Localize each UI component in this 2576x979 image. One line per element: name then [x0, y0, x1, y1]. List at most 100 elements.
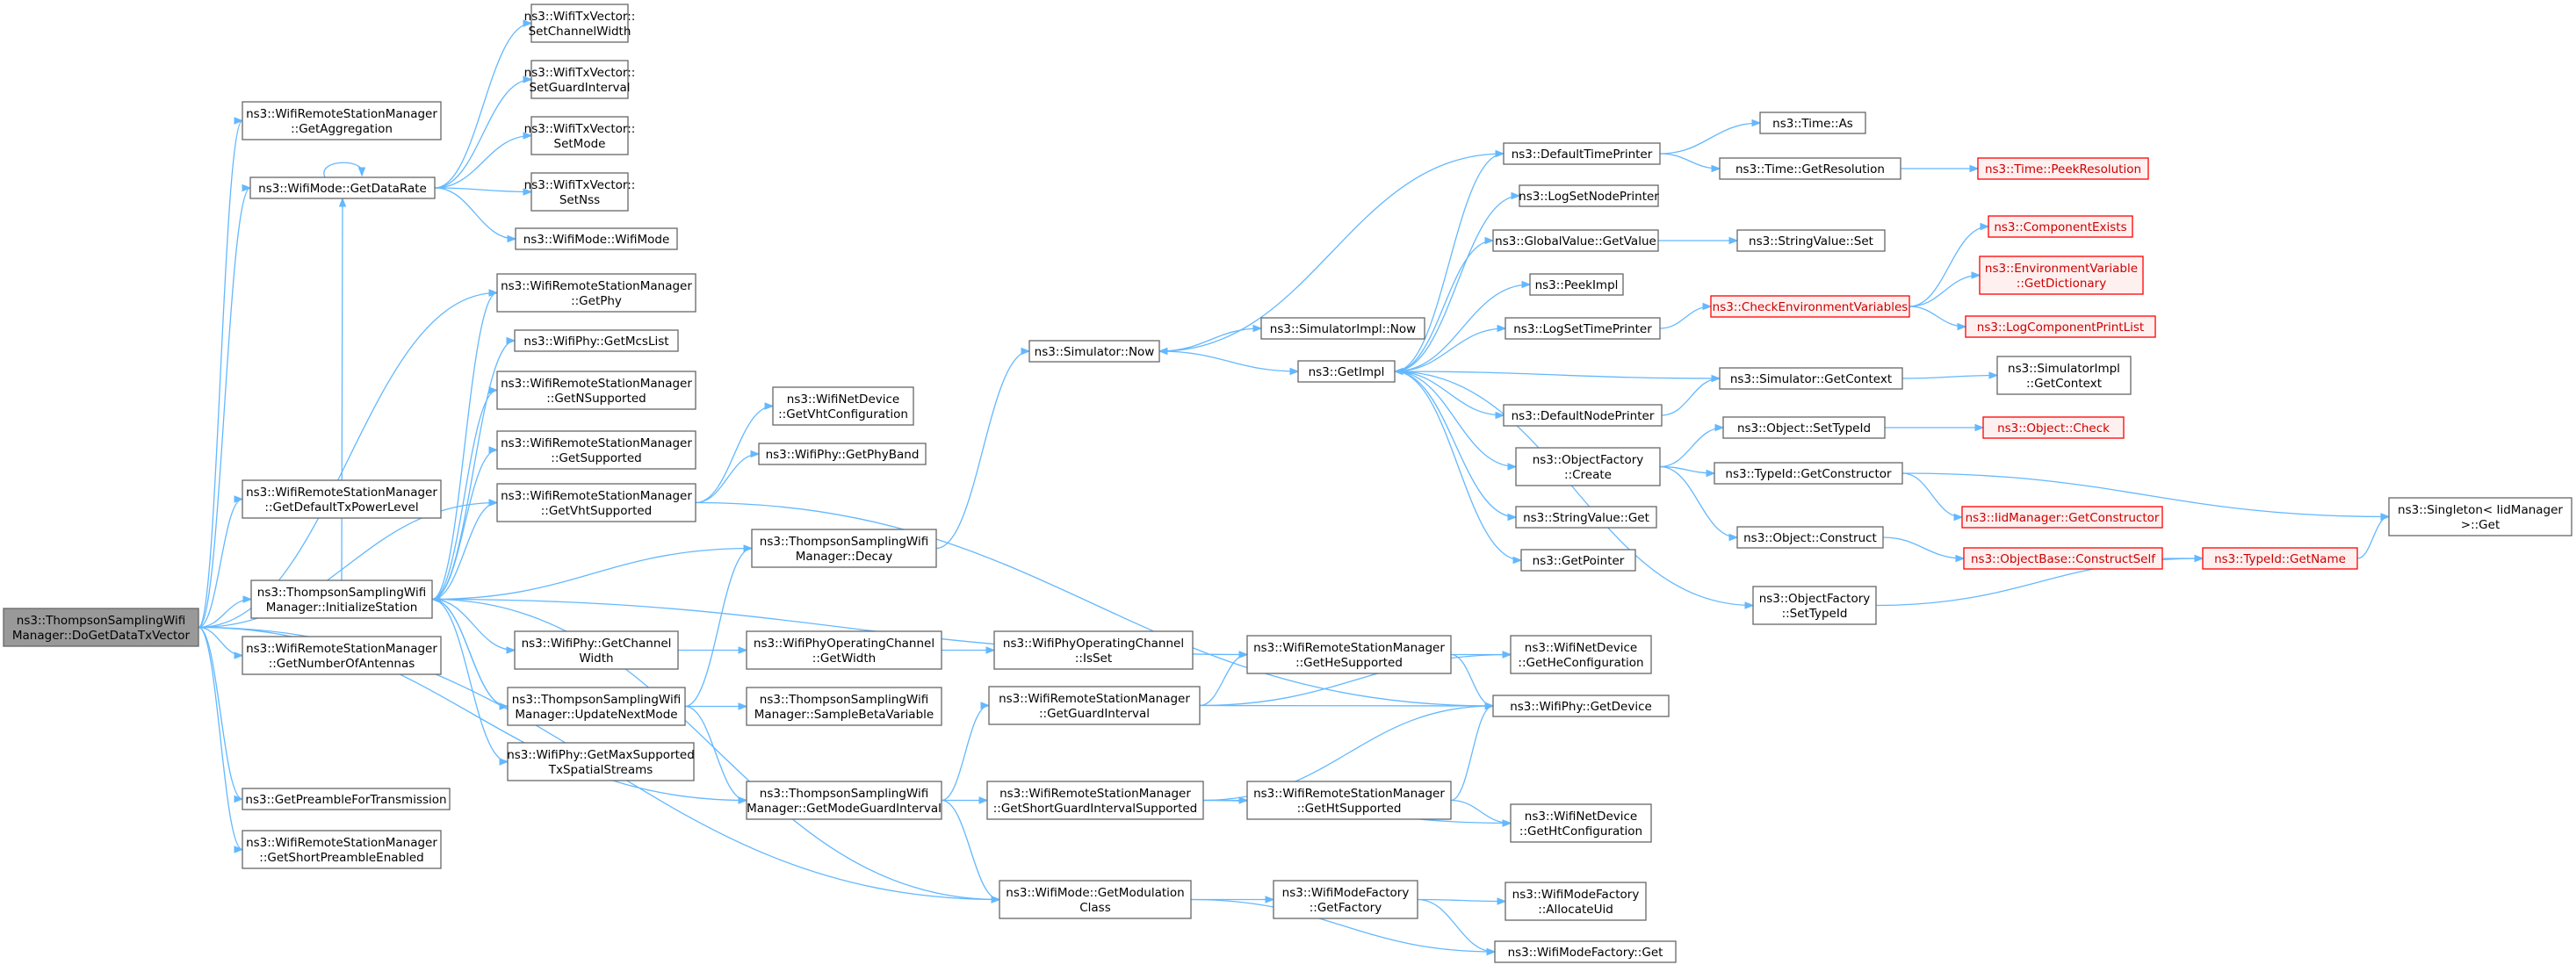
node-getMcsList[interactable]: ns3::WifiPhy::GetMcsList — [514, 329, 679, 352]
node-label: ns3::WifiPhy::GetPhyBand — [766, 448, 920, 462]
node-box — [1503, 404, 1663, 427]
edge-getImpl-to-logSetTimePrinter — [1394, 324, 1507, 372]
node-wifiMode[interactable]: ns3::WifiMode::WifiMode — [515, 227, 678, 250]
node-getDevice[interactable]: ns3::WifiPhy::GetDevice — [1492, 695, 1670, 717]
node-timeAs[interactable]: ns3::Time::As — [1759, 112, 1866, 134]
node-getMaxSupported[interactable]: ns3::WifiPhy::GetMaxSupportedTxSpatialSt… — [507, 742, 695, 781]
node-wmfGet[interactable]: ns3::WifiModeFactory::Get — [1494, 940, 1677, 963]
node-allocateUid[interactable]: ns3::WifiModeFactory::AllocateUid — [1504, 882, 1647, 921]
node-setChannelWidth[interactable]: ns3::WifiTxVector::SetChannelWidth — [524, 4, 636, 43]
node-typeIdGetName[interactable]: ns3::TypeId::GetName — [2202, 547, 2358, 570]
node-getDefaultTxPowerLevel[interactable]: ns3::WifiRemoteStationManager::GetDefaul… — [242, 479, 442, 519]
node-getHeConfig[interactable]: ns3::WifiNetDevice::GetHeConfiguration — [1510, 635, 1652, 674]
node-getPhy[interactable]: ns3::WifiRemoteStationManager::GetPhy — [496, 273, 696, 313]
node-envGetDict[interactable]: ns3::EnvironmentVariable::GetDictionary — [1979, 256, 2144, 295]
node-singletonGet[interactable]: ns3::Singleton< IidManager>::Get — [2388, 497, 2572, 536]
node-label: ns3::WifiPhy::GetMcsList — [523, 335, 668, 349]
node-typeIdGetCtor[interactable]: ns3::TypeId::GetConstructor — [1714, 462, 1903, 485]
node-label: ns3::WifiRemoteStationManager — [246, 486, 437, 500]
node-opGetWidth[interactable]: ns3::WifiPhyOperatingChannel::GetWidth — [746, 630, 942, 670]
node-box — [1297, 360, 1396, 383]
node-peekImpl[interactable]: ns3::PeekImpl — [1529, 273, 1624, 296]
node-timeGetRes[interactable]: ns3::Time::GetResolution — [1719, 157, 1901, 180]
node-defaultNodePrinter[interactable]: ns3::DefaultNodePrinter — [1503, 404, 1663, 427]
edge-getDataRate-to-setNss — [434, 187, 533, 196]
node-checkEnvVars[interactable]: ns3::CheckEnvironmentVariables — [1710, 295, 1910, 318]
node-label: ns3::LogSetTimePrinter — [1513, 322, 1652, 336]
node-getNSupported[interactable]: ns3::WifiRemoteStationManager::GetNSuppo… — [496, 371, 696, 410]
node-getHtSupported[interactable]: ns3::WifiRemoteStationManager::GetHtSupp… — [1246, 781, 1452, 820]
node-label: ::Create — [1564, 468, 1612, 482]
node-setMode[interactable]: ns3::WifiTxVector::SetMode — [524, 116, 636, 155]
node-getImpl[interactable]: ns3::GetImpl — [1297, 360, 1396, 383]
node-globalValueGet[interactable]: ns3::GlobalValue::GetValue — [1492, 229, 1659, 252]
node-setGuardInterval[interactable]: ns3::WifiTxVector::SetGuardInterval — [524, 60, 636, 99]
node-timePeekRes[interactable]: ns3::Time::PeekResolution — [1977, 157, 2149, 180]
node-getDataRate[interactable]: ns3::WifiMode::GetDataRate — [249, 176, 436, 199]
node-getSupported[interactable]: ns3::WifiRemoteStationManager::GetSuppor… — [496, 430, 696, 470]
node-getVhtConfig[interactable]: ns3::WifiNetDevice::GetVhtConfiguration — [772, 386, 914, 426]
node-simGetContext[interactable]: ns3::Simulator::GetContext — [1719, 367, 1903, 390]
arrowhead-icon — [1744, 601, 1755, 609]
node-box — [986, 781, 1204, 820]
node-label: ns3::WifiPhyOperatingChannel — [1003, 637, 1184, 651]
node-componentExists[interactable]: ns3::ComponentExists — [1988, 215, 2133, 238]
node-objFactoryCreate[interactable]: ns3::ObjectFactory::Create — [1515, 447, 1661, 486]
node-label: ns3::SimulatorImpl::Now — [1270, 322, 1416, 336]
arrowhead-icon — [738, 702, 748, 710]
node-box — [1719, 367, 1903, 390]
node-simImplGetContext[interactable]: ns3::SimulatorImpl::GetContext — [1996, 356, 2132, 395]
node-simImplNow[interactable]: ns3::SimulatorImpl::Now — [1260, 317, 1425, 340]
node-sampleBeta[interactable]: ns3::ThompsonSamplingWifiManager::Sample… — [746, 687, 942, 726]
node-getNumberOfAntennas[interactable]: ns3::WifiRemoteStationManager::GetNumber… — [242, 636, 442, 675]
node-label: ns3::WifiRemoteStationManager — [1253, 787, 1445, 801]
node-defaultTimePrinter[interactable]: ns3::DefaultTimePrinter — [1503, 142, 1661, 165]
node-objFactorySetTypeId[interactable]: ns3::ObjectFactory::SetTypeId — [1752, 586, 1877, 625]
arrowhead-icon — [1728, 533, 1739, 542]
node-objSetTypeId[interactable]: ns3::Object::SetTypeId — [1722, 416, 1886, 439]
node-box — [496, 273, 696, 313]
arrowhead-icon — [2194, 554, 2204, 563]
node-getGuardInterval[interactable]: ns3::WifiRemoteStationManager::GetGuardI… — [988, 686, 1201, 725]
node-objCheck[interactable]: ns3::Object::Check — [1982, 416, 2125, 439]
node-box — [758, 443, 927, 465]
node-opIsSet[interactable]: ns3::WifiPhyOperatingChannel::IsSet — [993, 630, 1194, 670]
node-getShortGISupported[interactable]: ns3::WifiRemoteStationManager::GetShortG… — [986, 781, 1204, 820]
node-logSetTimePrinter[interactable]: ns3::LogSetTimePrinter — [1504, 317, 1661, 340]
call-nodes: ns3::ThompsonSamplingWifiManager::DoGetD… — [3, 4, 2572, 963]
node-stringValueSet[interactable]: ns3::StringValue::Set — [1736, 229, 1886, 252]
node-box — [2388, 497, 2572, 536]
node-getShortPreamble[interactable]: ns3::WifiRemoteStationManager::GetShortP… — [242, 830, 442, 869]
node-getVhtSupported[interactable]: ns3::WifiRemoteStationManager::GetVhtSup… — [496, 483, 696, 522]
arrowhead-icon — [1502, 651, 1512, 659]
node-getPointer[interactable]: ns3::GetPointer — [1520, 549, 1636, 572]
edge-root-to-getPreamble — [198, 626, 244, 803]
node-box — [530, 4, 629, 43]
node-getHtConfig[interactable]: ns3::WifiNetDevice::GetHtConfiguration — [1510, 803, 1652, 843]
node-getAggregation[interactable]: ns3::WifiRemoteStationManager::GetAggreg… — [242, 101, 442, 140]
node-getFactory[interactable]: ns3::WifiModeFactory::GetFactory — [1273, 880, 1418, 919]
node-setNss[interactable]: ns3::WifiTxVector::SetNss — [524, 172, 636, 212]
node-label: ::GetWidth — [812, 651, 876, 666]
node-logSetNodePrinter[interactable]: ns3::LogSetNodePrinter — [1519, 184, 1659, 207]
node-getPreamble[interactable]: ns3::GetPreambleForTransmission — [242, 788, 451, 810]
node-stringValueGet[interactable]: ns3::StringValue::Get — [1515, 506, 1657, 529]
node-updateNextMode[interactable]: ns3::ThompsonSamplingWifiManager::Update… — [507, 687, 686, 726]
node-getHeSupported[interactable]: ns3::WifiRemoteStationManager::GetHeSupp… — [1246, 635, 1452, 674]
node-root[interactable]: ns3::ThompsonSamplingWifiManager::DoGetD… — [3, 608, 199, 647]
node-initializeStation[interactable]: ns3::ThompsonSamplingWifiManager::Initia… — [250, 579, 433, 619]
node-iidGetCtor[interactable]: ns3::IidManager::GetConstructor — [1961, 506, 2163, 529]
node-getPhyBand[interactable]: ns3::WifiPhy::GetPhyBand — [758, 443, 927, 465]
node-getModeGuardInterval[interactable]: ns3::ThompsonSamplingWifiManager::GetMod… — [746, 781, 942, 820]
node-logCompPrintList[interactable]: ns3::LogComponentPrintList — [1965, 315, 2156, 338]
node-label: ns3::DefaultNodePrinter — [1512, 409, 1655, 423]
node-objConstruct[interactable]: ns3::Object::Construct — [1736, 526, 1884, 549]
node-simNow[interactable]: ns3::Simulator::Now — [1028, 340, 1160, 363]
node-label: ns3::WifiPhy::GetDevice — [1510, 700, 1652, 714]
arrowhead-icon — [1289, 367, 1300, 376]
node-label: ns3::WifiRemoteStationManager — [501, 279, 692, 293]
node-objBaseConstructSelf[interactable]: ns3::ObjectBase::ConstructSelf — [1963, 547, 2163, 570]
